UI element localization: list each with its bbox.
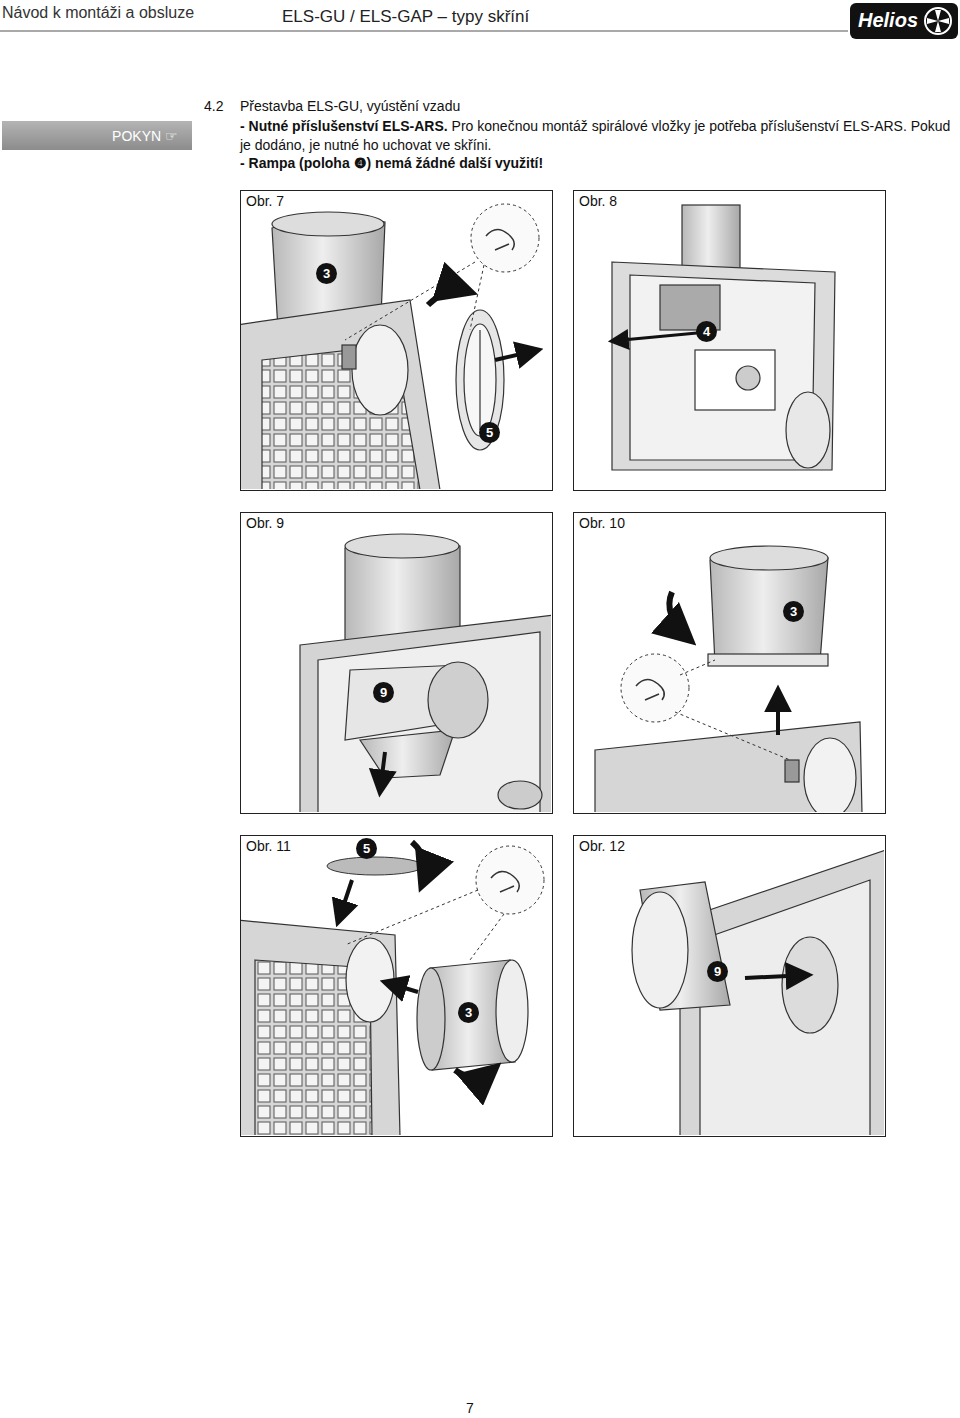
callout-text: 5 xyxy=(486,425,493,440)
callout-number: 9 xyxy=(707,961,728,982)
callout-text: 3 xyxy=(465,1005,472,1020)
callout-number: 4 xyxy=(696,321,717,342)
figure-panel: Obr. 7 3 5 xyxy=(240,190,553,491)
note-heading: POKYN ☞ xyxy=(112,128,178,144)
required-accessory: - Nutné příslušenství ELS-ARS. xyxy=(240,118,448,134)
note-band: POKYN ☞ xyxy=(2,121,192,150)
figure-panel: Obr. 9 9 xyxy=(240,512,553,814)
figure-panel: Obr. 11 5 3 xyxy=(240,835,553,1137)
callout-text: 3 xyxy=(790,604,797,619)
callout-text: 9 xyxy=(714,964,721,979)
figure-label: Obr. 10 xyxy=(574,513,630,533)
figure-panel: Obr. 10 3 xyxy=(573,512,886,814)
callout-text: 4 xyxy=(703,324,710,339)
callout-number: 3 xyxy=(783,601,804,622)
figure-panel: Obr. 12 9 xyxy=(573,835,886,1137)
callout-number: 3 xyxy=(458,1002,479,1023)
callout-number: 5 xyxy=(479,422,500,443)
text-label: Návod k montáži a obsluze xyxy=(2,3,194,22)
figure-label: Obr. 12 xyxy=(574,836,630,856)
figure-label: Obr. 11 xyxy=(241,836,296,856)
note-paragraph: - Nutné příslušenství ELS-ARS. Pro koneč… xyxy=(240,117,955,155)
callout-number: 9 xyxy=(373,682,394,703)
callout-text: 9 xyxy=(380,685,387,700)
text-label: ELS-GU / ELS-GAP – typy skříní xyxy=(282,7,529,27)
text-label: 4.2 xyxy=(204,98,223,115)
text-label: - Rampa (poloha ❹) nemá žádné další využ… xyxy=(240,155,543,172)
text-label: 7 xyxy=(466,1400,474,1417)
callout-number: 5 xyxy=(356,838,377,859)
callout-text: 5 xyxy=(363,841,370,856)
callout-number: 3 xyxy=(316,263,337,284)
logo-text: Helios xyxy=(858,8,918,32)
figure-label: Obr. 9 xyxy=(241,513,289,533)
section-title: Přestavba ELS-GU, vyústění vzadu xyxy=(240,98,460,115)
figure-panel: Obr. 8 4 xyxy=(573,190,886,491)
callout-text: 3 xyxy=(323,266,330,281)
figure-label: Obr. 7 xyxy=(241,191,289,211)
figure-label: Obr. 8 xyxy=(574,191,622,211)
